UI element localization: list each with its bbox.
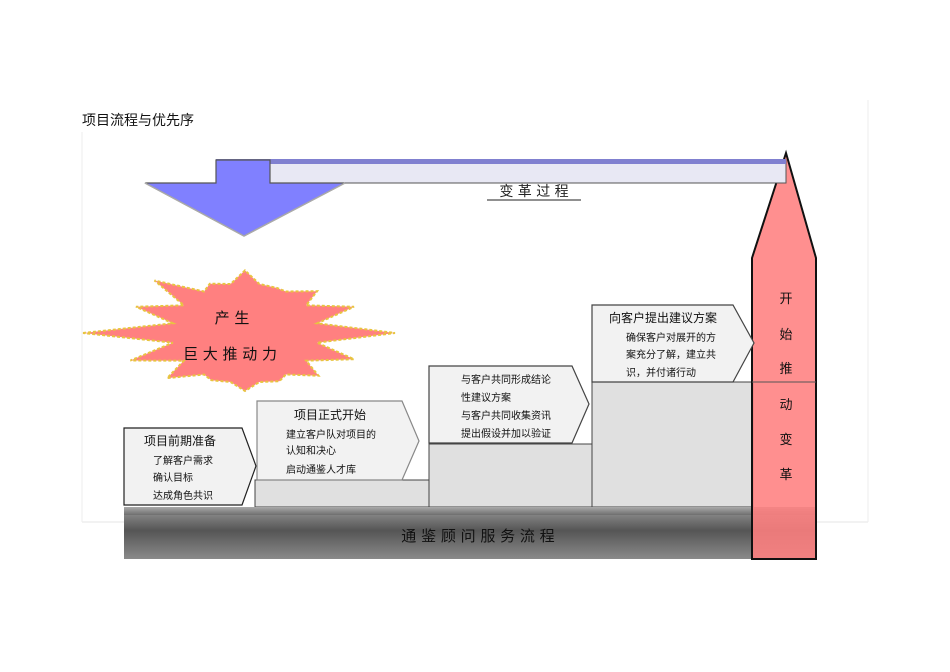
step-4-line-3: 识，并付诸行动 [626,366,696,379]
step-4-box [591,304,755,383]
step-3-line-4: 提出假设并加以验证 [461,427,551,440]
tower-arrow [751,149,817,560]
step-3-line-3: 与客户共同收集资讯 [461,409,551,422]
explosion-burst [82,269,396,393]
step-1-title: 项目前期准备 [144,433,216,448]
step-4-title: 向客户提出建议方案 [609,310,717,325]
step-3-line-2: 性建议方案 [461,391,511,404]
base-bar [124,507,816,559]
step-4-line-1: 确保客户对展开的方 [626,331,716,344]
tower-char-5: 变 [779,432,792,448]
tower-char-1: 开 [779,292,792,307]
step-2-title: 项目正式开始 [294,408,366,422]
base-bar-label: 通 鉴 顾 问 服 务 流 程 [401,527,554,545]
step-2-line-3: 启动通鉴人才库 [286,463,356,476]
step-3-line-1: 与客户共同形成结论 [461,373,551,386]
step-block-4 [591,381,754,508]
base-bar-highlight [124,507,816,515]
step-2-line-2: 认知和决心 [286,444,336,457]
burst-label-line2: 巨 大 推 动 力 [183,345,277,363]
step-block-3 [428,443,595,508]
step-1-line-2: 确认目标 [153,471,193,484]
banner-bracket [216,159,787,184]
down-arrow-shadow [144,182,346,237]
step-3-box [428,365,590,444]
step-block-2 [254,479,431,508]
tower-char-6: 革 [779,468,792,483]
step-1-box [123,427,257,506]
burst-label-line1: 产 生 [215,309,250,327]
page-title: 项目流程与优先序 [82,113,194,129]
tower-char-2: 始 [779,328,792,343]
banner-label: 变 革 过 程 [499,184,568,200]
tower-char-3: 推 [779,362,792,377]
step-4-line-2: 案充分了解，建立共 [626,348,716,361]
step-2-line-1: 建立客户队对项目的 [286,428,376,441]
step-1-line-1: 了解客户需求 [153,454,213,467]
step-1-line-3: 达成角色共识 [153,489,213,502]
tower-char-4: 动 [779,398,792,413]
step-2-box [256,400,420,481]
